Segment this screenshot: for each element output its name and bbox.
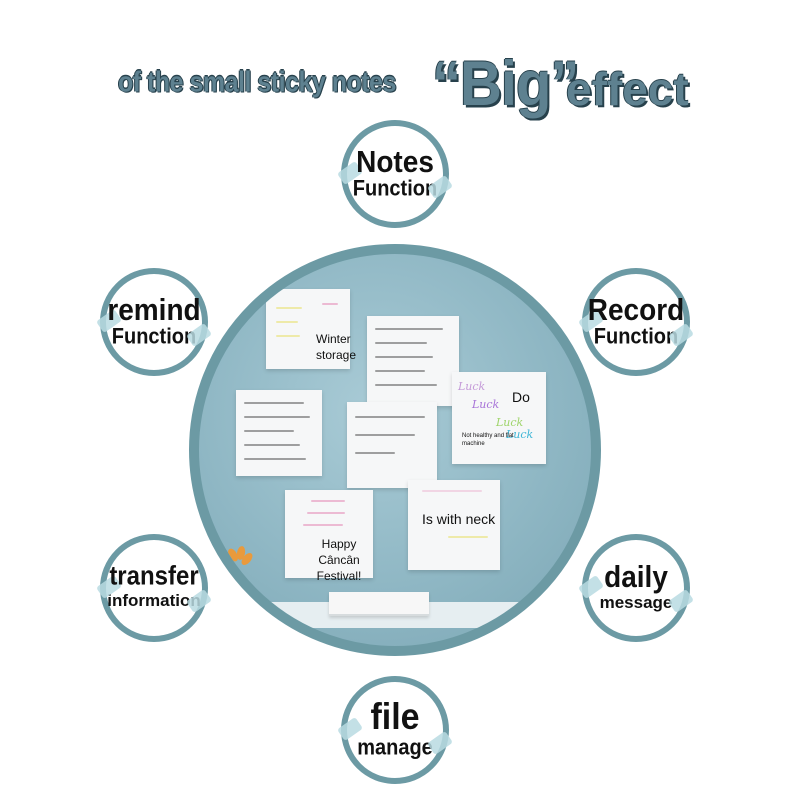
note-winter-label: Winter storage [316,332,357,363]
badge-remind-function: remind Function [100,268,208,376]
badge-notes-function: Notes Function [341,120,449,228]
badge-notes-subtitle: Function [352,176,438,201]
badge-daily-message: daily message [582,534,690,642]
badge-transfer-information: transfer information [100,534,208,642]
note-festival-label: Happy Câncân Festival! [316,537,362,584]
badge-remind-title: remind [107,292,201,327]
badge-notes-title: Notes [356,144,434,179]
badge-transfer-subtitle: information [107,590,201,610]
sticky-notes-stack [329,592,429,616]
note-luck-text-3: Luck [496,416,524,429]
badge-record-subtitle: Function [593,324,679,349]
sticky-note-list-top [367,316,459,406]
sticky-note-luck: Luck Luck Luck Luck Do Not healthy and f… [452,372,546,464]
note-neck-label: Is with neck [422,511,496,527]
badge-file-subtitle: manage [357,735,433,760]
sticky-note-festival: Happy Câncân Festival! [285,490,373,583]
note-do-label: Do [512,389,530,405]
note-healthy-label: Not healthy and flat machine [462,433,514,448]
flower-decoration [225,544,255,574]
headline-big-text: “Big” [432,49,579,120]
headline-effect-text: effect [566,63,689,115]
note-luck-text-1: Luck [458,380,486,393]
sticky-note-list-center [347,402,437,488]
badge-remind-subtitle: Function [111,324,197,349]
sticky-notes-photo: Winter storage Luck Luck Luck Luck Do No… [189,244,601,656]
badge-record-title: Record [587,292,685,327]
badge-daily-subtitle: message [599,592,673,612]
sticky-note-list-left [236,390,322,476]
note-luck-text-2: Luck [472,398,500,411]
note-luck-text-4: Luck [506,428,534,441]
sticky-note-neck: Is with neck [408,480,500,570]
badge-file-manage: file manage [341,676,449,784]
badge-transfer-title: transfer [109,562,199,592]
sticky-note-winter: Winter storage [266,289,357,369]
badge-daily-title: daily [604,559,668,594]
headline-small-text: of the small sticky notes [118,66,396,99]
badge-file-title: file [370,696,420,738]
badge-record-function: Record Function [582,268,690,376]
